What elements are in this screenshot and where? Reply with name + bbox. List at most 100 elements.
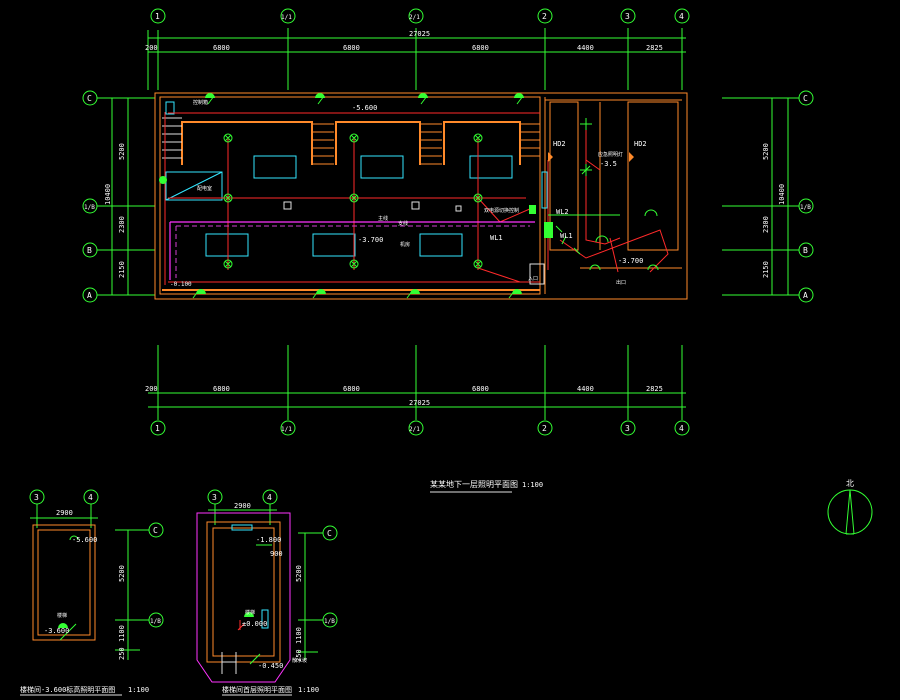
- d1-dim-r0: 5200: [118, 565, 126, 582]
- axis-left-b: B: [87, 246, 92, 255]
- d2-title: 楼梯间首层照明平面图: [222, 685, 292, 694]
- d2-axis-1b: 1/B: [324, 618, 335, 625]
- d2-level-mid: ±0.000: [242, 620, 267, 628]
- dim-total-top: 27025: [409, 30, 430, 38]
- d2-dim-r2: 250: [295, 649, 303, 662]
- dim-right-1: 2300: [762, 216, 770, 233]
- axis-top-2: 2: [542, 12, 547, 21]
- dim-top-2: 6800: [343, 44, 360, 52]
- axis-bot-2-1: 2/1: [409, 426, 420, 433]
- detail-1: [29, 489, 164, 660]
- dim-right-2: 2150: [762, 261, 770, 278]
- main-title: 某某地下一层照明平面图: [430, 479, 518, 489]
- distribution-panel: [544, 222, 553, 238]
- level-upper: -5.600: [352, 104, 377, 112]
- label-mains: 主线: [378, 215, 388, 222]
- axis-right-1b: 1/B: [800, 204, 811, 211]
- dim-left-0: 5200: [118, 143, 126, 160]
- d2-dim-top: 2900: [234, 502, 251, 510]
- d1-title: 楼梯间-3.600标高照明平面图: [20, 685, 115, 694]
- dim-left-2: 2150: [118, 261, 126, 278]
- light-fixtures-cyan: [165, 101, 548, 257]
- axis-top-2-1: 2/1: [409, 14, 420, 21]
- axis-left-1b: 1/B: [84, 204, 95, 211]
- d1-axis-4: 4: [88, 493, 93, 502]
- label-switch-room: 配电室: [197, 185, 212, 192]
- dim-top-4: 4400: [577, 44, 594, 52]
- label-door2: 出口: [616, 279, 626, 286]
- axis-top-4: 4: [679, 12, 684, 21]
- axis-right-b: B: [803, 246, 808, 255]
- wall-lamps: [159, 93, 524, 299]
- dim-bot-1: 6800: [213, 385, 230, 393]
- label-hd2: HD2: [634, 140, 647, 148]
- d1-axis-3: 3: [34, 493, 39, 502]
- axis-left-a: A: [87, 291, 92, 300]
- d2-scale: 1:100: [298, 686, 319, 694]
- d2-axis-3: 3: [212, 493, 217, 502]
- north-arrow-icon: [827, 489, 873, 535]
- d1-level-top: -5.600: [72, 536, 97, 544]
- detail-2: [196, 489, 338, 683]
- d1-scale: 1:100: [128, 686, 149, 694]
- label-wl2: WL2: [556, 208, 569, 216]
- right-dimension-lines: [722, 90, 814, 303]
- level-stair: -3.5: [600, 160, 617, 168]
- main-plan-walls: [154, 92, 688, 300]
- d1-dim-r2: 250: [118, 647, 126, 660]
- wiring-red: [164, 112, 669, 285]
- axis-right-c: C: [803, 94, 808, 103]
- axis-left-c: C: [87, 94, 92, 103]
- d2-axis-c: C: [327, 529, 332, 538]
- dim-bot-3: 6800: [472, 385, 489, 393]
- axis-bot-2: 2: [542, 424, 547, 433]
- dim-bot-total: 27025: [409, 399, 430, 407]
- dim-top-1: 6800: [213, 44, 230, 52]
- axis-bot-1: 1: [155, 424, 160, 433]
- light-points: [223, 133, 483, 269]
- d1-level-bot: -3.600: [44, 627, 69, 635]
- dim-left-total: 10400: [104, 184, 112, 205]
- bottom-dimension-lines: [148, 345, 690, 436]
- label-sub: 支线: [398, 220, 408, 227]
- d1-dim-top: 2900: [56, 509, 73, 517]
- label-door1: 入口: [528, 276, 538, 282]
- d2-dim-r0: 5200: [295, 565, 303, 582]
- interior-wall-orange: [181, 121, 521, 165]
- axis-top-3: 3: [625, 12, 630, 21]
- control-panel: [529, 205, 536, 214]
- dim-top-5: 2825: [646, 44, 663, 52]
- d1-axis-1b: 1/B: [150, 618, 161, 625]
- d2-label: 楼梯: [245, 609, 255, 616]
- axis-bot-3: 3: [625, 424, 630, 433]
- axis-top-1-1: 1/1: [281, 14, 292, 21]
- axis-right-a: A: [803, 291, 808, 300]
- top-dimension-lines: [147, 28, 686, 90]
- stairs-hatch: [162, 117, 540, 165]
- level-right: -3.700: [618, 257, 643, 265]
- axis-bot-1-1: 1/1: [281, 426, 292, 433]
- top-axis-bubbles: [150, 8, 690, 24]
- d2-level-bot: -0.450: [258, 662, 283, 670]
- axis-bot-4: 4: [679, 424, 684, 433]
- d1-axis-c: C: [153, 526, 158, 535]
- label-ctl: 控制箱: [193, 99, 208, 106]
- d2-note: 散水坡: [292, 657, 307, 664]
- dim-right-0: 5200: [762, 143, 770, 160]
- dim-left-1: 2300: [118, 216, 126, 233]
- level-sw: -0.100: [170, 281, 192, 288]
- label-hd1: HD2: [553, 140, 566, 148]
- main-scale: 1:100: [522, 481, 543, 489]
- d2-axis-4: 4: [267, 493, 272, 502]
- d2-dim-r1: 1100: [295, 627, 303, 644]
- dim-right-total: 10400: [778, 184, 786, 205]
- dim-top-0: 200: [145, 44, 158, 52]
- dim-bot-0: 200: [145, 385, 158, 393]
- d1-label: 楼梯: [57, 612, 67, 619]
- label-light1: 应急照明灯: [598, 151, 623, 158]
- left-dimension-lines: [82, 90, 155, 303]
- label-wl1: WL1: [490, 234, 503, 242]
- label-wl3: WL1: [560, 232, 573, 240]
- level-main: -3.700: [358, 236, 383, 244]
